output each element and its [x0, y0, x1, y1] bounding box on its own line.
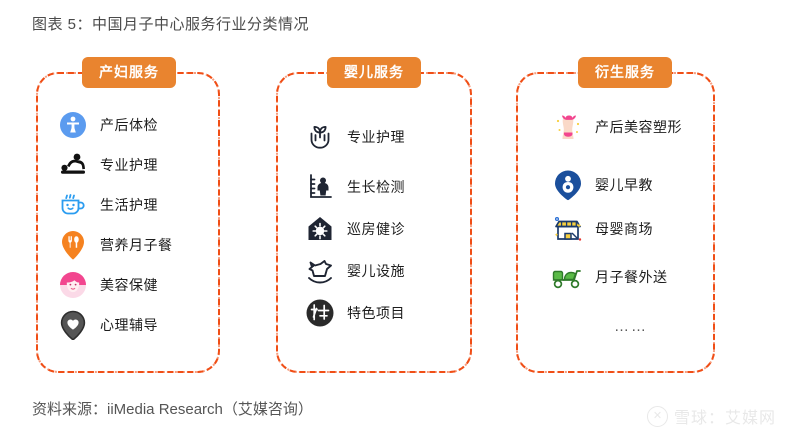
service-item: 专业护理 — [56, 148, 158, 182]
service-item: 专业护理 — [303, 120, 405, 154]
service-item: 母婴商场 — [551, 212, 653, 246]
service-item: 月子餐外送 — [551, 260, 668, 294]
watermark-logo-icon: ✕ — [646, 405, 668, 427]
service-label: 婴儿早教 — [595, 177, 653, 193]
category-card-3 — [516, 72, 715, 373]
service-label: 专业护理 — [100, 157, 158, 173]
service-item: 产后体检 — [56, 108, 158, 142]
page-title: 图表 5：中国月子中心服务行业分类情况 — [32, 16, 310, 33]
massage-care-icon — [56, 148, 90, 182]
service-label: 生长检测 — [347, 179, 405, 195]
person-checkup-icon — [56, 108, 90, 142]
service-item: 生活护理 — [56, 188, 158, 222]
service-label: 母婴商场 — [595, 221, 653, 237]
service-label: 美容保健 — [100, 277, 158, 293]
heart-pin-icon — [56, 308, 90, 342]
growth-chart-icon — [303, 170, 337, 204]
service-item: 巡房健诊 — [303, 212, 405, 246]
service-label: 婴儿设施 — [347, 263, 405, 279]
service-label: 产后美容塑形 — [595, 119, 682, 135]
service-label: 产后体检 — [100, 117, 158, 133]
service-item: 产后美容塑形 — [551, 110, 682, 144]
watermark-text: 雪球：艾媒网 — [673, 410, 776, 427]
category-badge-1: 产妇服务 — [82, 57, 176, 88]
service-item: 特色项目 — [303, 296, 405, 330]
service-label: 巡房健诊 — [347, 221, 405, 237]
service-item: 婴儿设施 — [303, 254, 405, 288]
special-te-icon — [303, 296, 337, 330]
service-label: 专业护理 — [347, 129, 405, 145]
service-item: 心理辅导 — [56, 308, 158, 342]
category-badge-3: 衍生服务 — [578, 57, 672, 88]
tea-cup-smile-icon — [56, 188, 90, 222]
scooter-delivery-icon — [551, 260, 585, 294]
service-label: 生活护理 — [100, 197, 158, 213]
fork-spoon-pin-icon — [56, 228, 90, 262]
service-label: 特色项目 — [347, 305, 405, 321]
shop-store-icon — [551, 212, 585, 246]
service-label: 心理辅导 — [100, 317, 158, 333]
service-item: 美容保健 — [56, 268, 158, 302]
service-label: 营养月子餐 — [100, 237, 173, 253]
body-shaping-icon — [551, 110, 585, 144]
service-label: 月子餐外送 — [595, 269, 668, 285]
category-badge-2: 婴儿服务 — [327, 57, 421, 88]
hands-sprout-icon — [303, 120, 337, 154]
baby-education-icon — [551, 168, 585, 202]
source-note: 资料来源：iiMedia Research（艾媒咨询） — [32, 401, 313, 418]
watermark: ✕ 雪球：艾媒网 — [646, 404, 776, 428]
more-items-ellipsis: …… — [614, 318, 648, 335]
rocking-horse-icon — [303, 254, 337, 288]
service-item: 营养月子餐 — [56, 228, 173, 262]
service-item: 婴儿早教 — [551, 168, 653, 202]
beauty-face-icon — [56, 268, 90, 302]
service-item: 生长检测 — [303, 170, 405, 204]
house-check-icon — [303, 212, 337, 246]
